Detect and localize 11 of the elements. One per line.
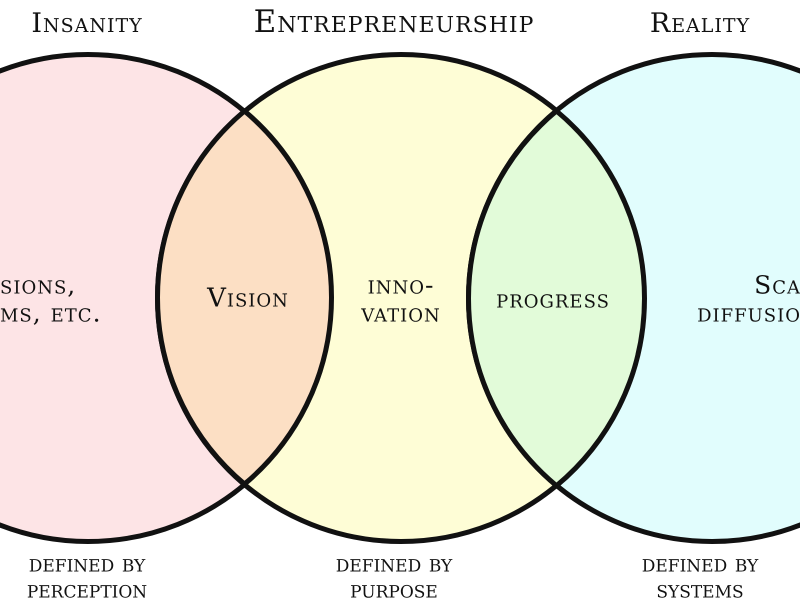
region-label: Sca diffusio	[696, 272, 800, 326]
region-label: sions, ms, etc.	[0, 272, 103, 326]
region-label: progress	[496, 285, 610, 313]
circle-caption: defined by perception	[26, 550, 148, 600]
circle-caption: defined by purpose	[335, 550, 453, 600]
circle-heading: Insanity	[30, 9, 144, 39]
circle-heading: Entrepreneurship	[253, 4, 535, 40]
circle-heading: Reality	[649, 9, 751, 39]
circle-caption: defined by systems	[641, 550, 759, 600]
region-label: Vision	[206, 284, 290, 314]
region-label: inno- vation	[360, 272, 442, 326]
